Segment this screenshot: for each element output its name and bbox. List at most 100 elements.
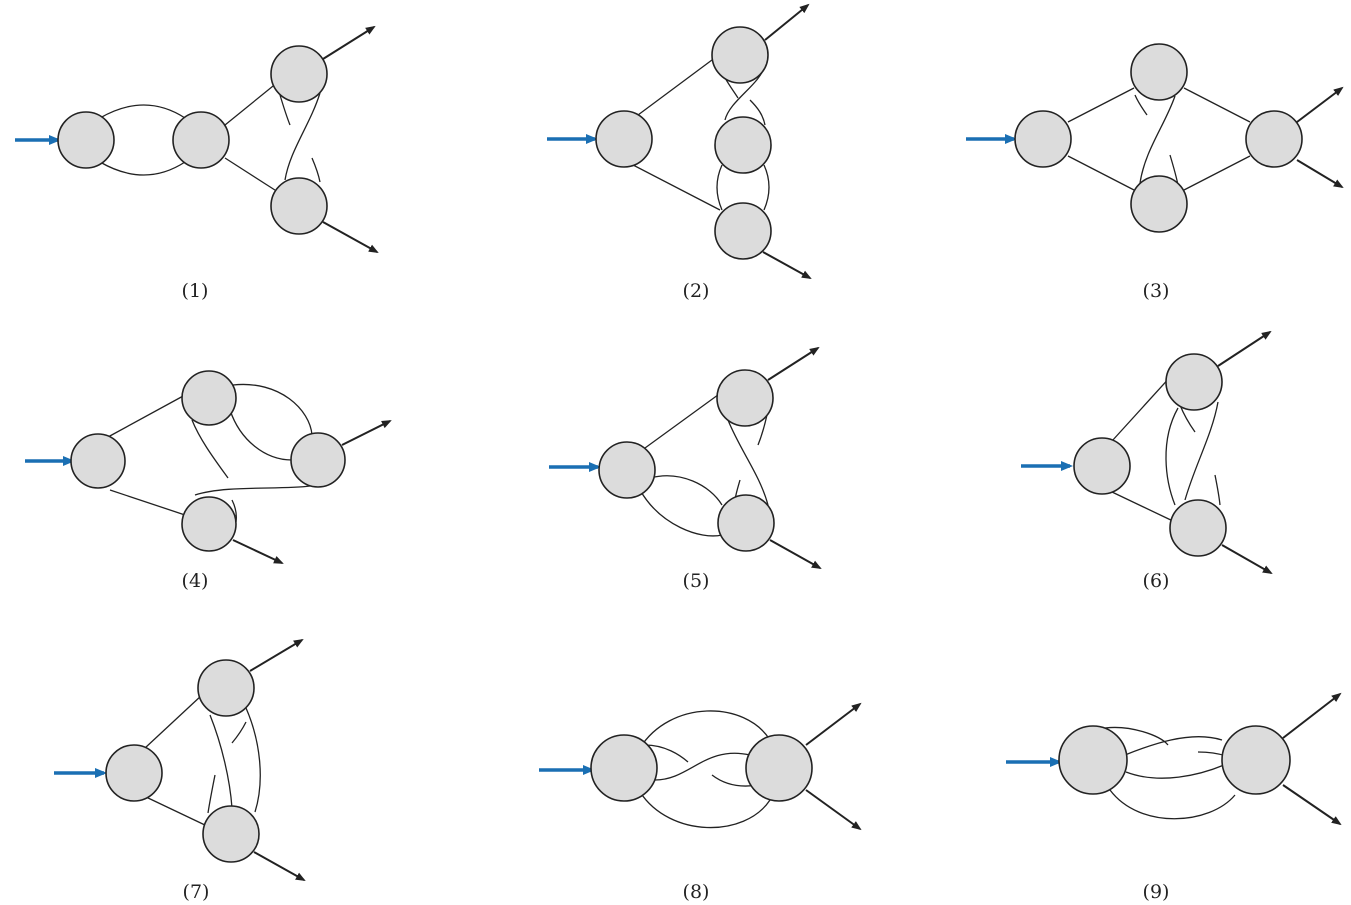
crossing-edge	[1184, 401, 1219, 501]
edge	[644, 391, 723, 449]
diagram-7: (7)	[54, 638, 306, 903]
edge	[716, 164, 723, 211]
edge	[1111, 374, 1173, 442]
node	[105, 744, 163, 802]
crossing-edge	[284, 92, 321, 181]
crossing-edge	[654, 752, 751, 781]
diagram-4: (4)	[25, 370, 392, 592]
crossing-edge	[1139, 95, 1176, 184]
node	[181, 370, 237, 426]
output-arrow	[805, 702, 862, 746]
crossing-edge	[209, 714, 233, 809]
output-arrow	[232, 539, 284, 564]
output-arrow	[1217, 330, 1272, 367]
node	[717, 494, 775, 552]
node	[1221, 725, 1291, 795]
node	[270, 177, 328, 235]
node	[57, 111, 115, 169]
node	[714, 202, 772, 260]
node	[1130, 175, 1188, 233]
edge	[109, 489, 186, 516]
crossing-edge	[1165, 407, 1179, 506]
crossing-edge	[245, 707, 261, 813]
node	[270, 45, 328, 103]
edge	[1104, 726, 1169, 746]
diagram-label: (2)	[683, 280, 710, 302]
node	[745, 734, 813, 802]
edge	[145, 796, 208, 827]
node	[290, 432, 346, 488]
node	[181, 496, 237, 552]
output-arrow	[805, 789, 862, 831]
node	[1058, 725, 1128, 795]
diagram-6: (6)	[1021, 330, 1273, 592]
node	[1169, 499, 1227, 557]
crossing-edge	[231, 721, 247, 744]
diagram-1: (1)	[15, 25, 379, 302]
edge	[224, 81, 279, 126]
crossing-edge	[191, 419, 229, 479]
diagram-8: (8)	[539, 702, 862, 903]
node	[598, 441, 656, 499]
diagram-2: (2)	[547, 3, 812, 302]
node	[172, 111, 230, 169]
output-arrow	[1296, 159, 1344, 189]
output-arrow	[1296, 86, 1344, 123]
edge	[144, 694, 203, 749]
edge	[639, 489, 723, 537]
crossing-edge	[1134, 94, 1148, 116]
node	[590, 734, 658, 802]
edge	[99, 104, 186, 119]
edge	[1124, 736, 1223, 756]
edge	[1125, 764, 1225, 779]
output-arrow	[762, 251, 812, 279]
edge	[107, 394, 186, 438]
diagram-label: (4)	[182, 570, 209, 592]
edge	[637, 56, 717, 116]
output-arrow	[322, 221, 379, 253]
edge	[1183, 87, 1251, 123]
edge	[1109, 789, 1236, 820]
diagram-9: (9)	[1006, 692, 1342, 903]
output-arrow	[322, 25, 376, 60]
diagram-label: (8)	[683, 881, 710, 903]
diagram-label: (5)	[683, 570, 710, 592]
node	[1130, 43, 1188, 101]
diagram-label: (1)	[182, 280, 209, 302]
output-arrow	[764, 3, 810, 41]
diagram-label: (7)	[183, 881, 210, 903]
edge	[639, 791, 771, 829]
node	[202, 805, 260, 863]
crossing-edge	[207, 774, 216, 814]
edge	[1067, 87, 1135, 123]
node	[1073, 437, 1131, 495]
crossing-edge	[644, 744, 689, 763]
edge	[232, 383, 313, 436]
node	[1014, 110, 1072, 168]
diagram-label: (6)	[1143, 570, 1170, 592]
crossing-edge	[194, 485, 311, 496]
edge	[99, 161, 186, 176]
edge	[639, 710, 771, 749]
output-arrow	[1282, 784, 1342, 826]
output-arrow	[341, 420, 392, 446]
crossing-edge	[1214, 474, 1221, 506]
edge	[632, 164, 721, 211]
crossing-edge	[311, 157, 321, 183]
node	[197, 659, 255, 717]
edge	[1183, 155, 1251, 191]
crossing-edge	[279, 94, 291, 126]
node	[1245, 110, 1303, 168]
node	[1165, 353, 1223, 411]
output-arrow	[253, 851, 306, 881]
output-arrow	[249, 638, 304, 672]
crossing-edge	[727, 419, 769, 506]
diagram-label: (3)	[1143, 280, 1170, 302]
diagram-5: (5)	[549, 346, 822, 592]
node	[70, 433, 126, 489]
diagram-3: (3)	[966, 43, 1344, 302]
output-arrow	[1221, 544, 1273, 574]
diagram-label: (9)	[1143, 881, 1170, 903]
output-arrow	[769, 539, 822, 569]
